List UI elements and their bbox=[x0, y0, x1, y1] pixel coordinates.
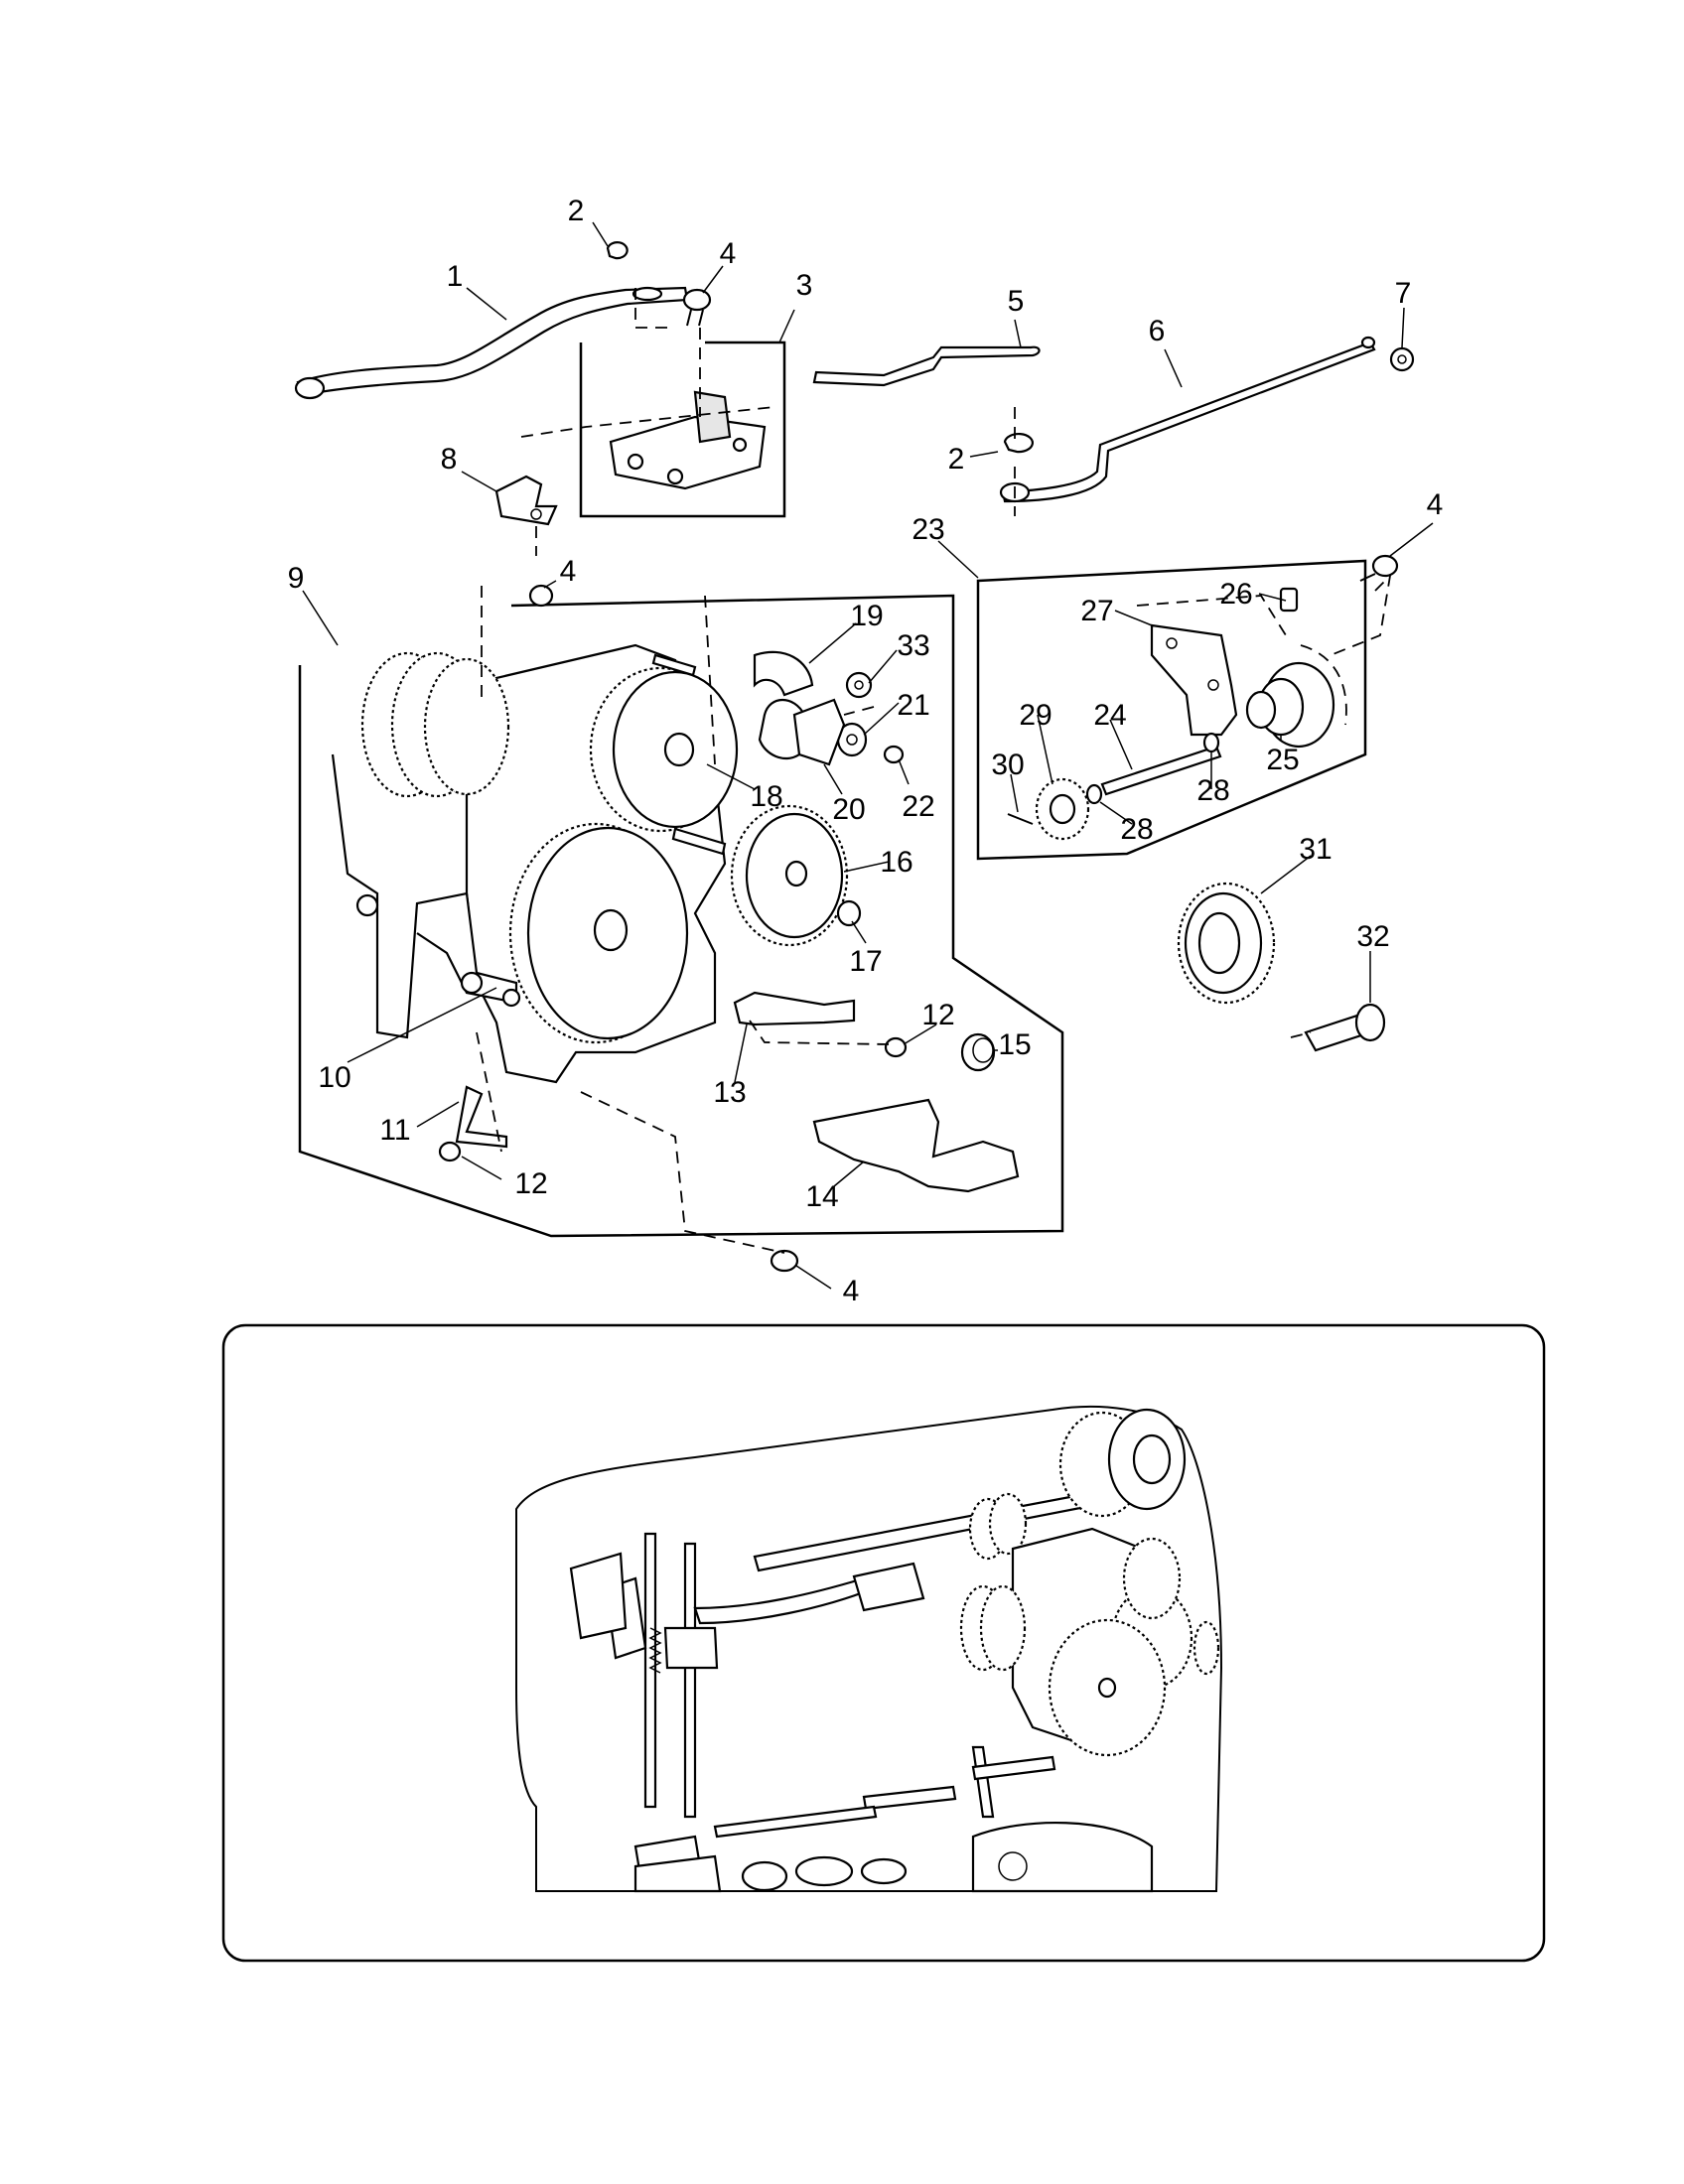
left-linkage bbox=[331, 753, 521, 1039]
part-25-pulley bbox=[1245, 644, 1347, 749]
callout-29: 29 bbox=[1019, 699, 1052, 732]
callout-6: 6 bbox=[1149, 315, 1166, 347]
callout-17: 17 bbox=[849, 945, 882, 978]
part-28-washer-a bbox=[1202, 732, 1220, 753]
part-9-assembly-box bbox=[298, 594, 1064, 1238]
part-16-gear bbox=[730, 804, 849, 947]
callout-30: 30 bbox=[991, 749, 1024, 781]
part-4-screw-top bbox=[682, 288, 712, 327]
main-cam-disc bbox=[508, 822, 689, 1044]
callout-20: 20 bbox=[832, 793, 865, 826]
callout-16: 16 bbox=[880, 846, 912, 879]
part-22-screw bbox=[883, 745, 905, 764]
part-31-pulley bbox=[1177, 882, 1276, 1005]
part-32-bushing bbox=[1290, 1003, 1386, 1052]
part-23-assembly-box bbox=[976, 559, 1367, 861]
callout-22: 22 bbox=[902, 790, 934, 823]
part-4-screw-right bbox=[1359, 554, 1399, 582]
callout-4: 4 bbox=[560, 555, 577, 588]
callout-5: 5 bbox=[1008, 285, 1025, 318]
part-20-part bbox=[792, 698, 846, 766]
callout-28: 28 bbox=[1120, 813, 1153, 846]
callout-18: 18 bbox=[750, 780, 782, 813]
sewing-machine-assembly-inset bbox=[515, 1405, 1223, 1893]
part-14-lever bbox=[812, 1098, 1020, 1193]
part-27-plate bbox=[1150, 623, 1238, 737]
part-1-lever bbox=[294, 286, 689, 400]
callout-10: 10 bbox=[318, 1061, 351, 1094]
callout-3: 3 bbox=[796, 269, 813, 302]
part-5-wire-rod bbox=[812, 345, 1041, 387]
callout-32: 32 bbox=[1356, 920, 1389, 953]
callout-24: 24 bbox=[1093, 699, 1126, 732]
callout-13: 13 bbox=[713, 1076, 746, 1109]
callout-8: 8 bbox=[441, 443, 458, 476]
part-4-screw-main bbox=[528, 584, 554, 608]
callout-labels: 2 1 4 3 5 6 7 2 8 23 4 9 4 19 33 21 22 2… bbox=[288, 195, 1444, 1307]
callout-1: 1 bbox=[447, 260, 464, 293]
part-3-assembly-box bbox=[579, 341, 786, 518]
part-11-link bbox=[455, 1085, 508, 1149]
callout-27: 27 bbox=[1080, 595, 1113, 627]
callout-15: 15 bbox=[998, 1028, 1031, 1061]
shaft-pins bbox=[651, 653, 727, 856]
left-gear-stack bbox=[360, 651, 510, 798]
part-18-disc bbox=[589, 666, 739, 833]
callout-25: 25 bbox=[1266, 744, 1299, 776]
part-12-screw-left bbox=[438, 1141, 462, 1162]
callout-12: 12 bbox=[514, 1167, 547, 1200]
callout-2: 2 bbox=[948, 443, 965, 476]
part-28-washer-b bbox=[1085, 783, 1103, 805]
callout-31: 31 bbox=[1299, 833, 1332, 866]
callout-23: 23 bbox=[912, 513, 944, 546]
callout-33: 33 bbox=[897, 629, 929, 662]
part-2-e-ring-mid bbox=[1003, 432, 1034, 454]
callout-26: 26 bbox=[1219, 578, 1252, 611]
part-33-nut bbox=[845, 671, 873, 699]
callout-2: 2 bbox=[568, 195, 585, 227]
callout-28: 28 bbox=[1196, 774, 1229, 807]
part-13-bracket bbox=[733, 991, 856, 1026]
callout-14: 14 bbox=[805, 1180, 838, 1213]
part-19-cam bbox=[753, 650, 814, 760]
part-2-e-ring-top bbox=[606, 241, 629, 260]
part-30-pin bbox=[1007, 813, 1034, 825]
inset-panel bbox=[221, 1323, 1546, 1963]
part-7-nut bbox=[1389, 346, 1415, 372]
callout-9: 9 bbox=[288, 562, 305, 595]
callout-12: 12 bbox=[921, 999, 954, 1031]
part-4-screw-bottom bbox=[770, 1249, 799, 1273]
part-8-bracket bbox=[494, 475, 558, 526]
part-17-washer bbox=[836, 899, 862, 927]
callout-19: 19 bbox=[850, 600, 883, 632]
callout-4: 4 bbox=[843, 1275, 860, 1307]
callout-11: 11 bbox=[379, 1114, 410, 1147]
part-12-screw-right bbox=[884, 1036, 908, 1058]
part-6-long-rod bbox=[999, 336, 1376, 503]
callout-4: 4 bbox=[720, 237, 737, 270]
callout-4: 4 bbox=[1427, 488, 1444, 521]
callout-21: 21 bbox=[897, 689, 929, 722]
leader-lines bbox=[302, 221, 1434, 1290]
part-24-shaft bbox=[1100, 745, 1222, 796]
part-29-gear bbox=[1035, 777, 1090, 841]
callout-7: 7 bbox=[1395, 277, 1412, 310]
part-15-spring bbox=[960, 1032, 996, 1072]
